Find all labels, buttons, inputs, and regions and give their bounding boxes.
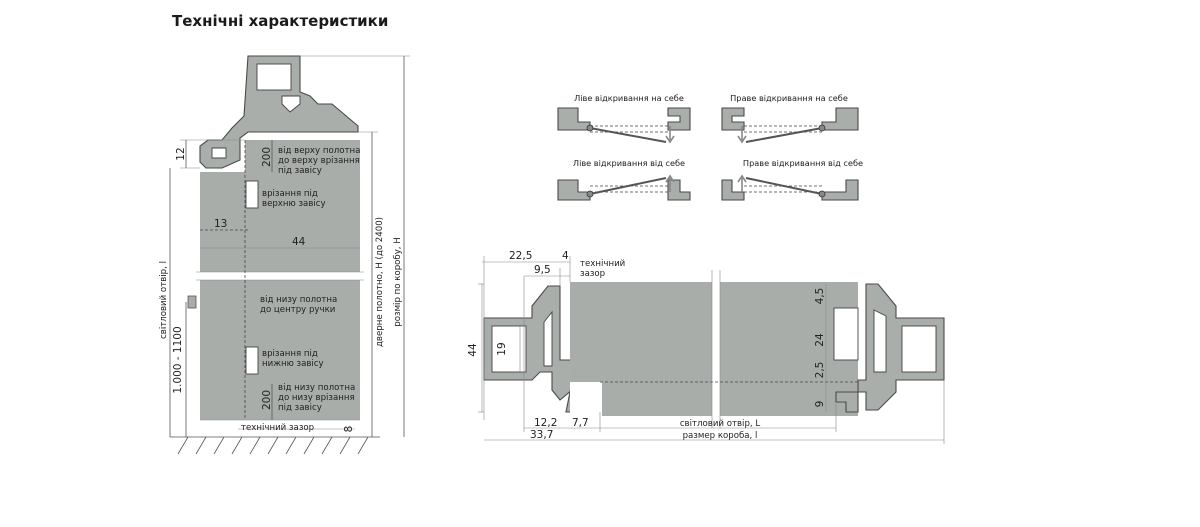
section-hinge-cutout: [833, 307, 859, 361]
opening-label-4: Праве відкривання від себе: [743, 158, 863, 168]
opening-label-2: Праве відкривання на себе: [730, 93, 848, 103]
page-title: Технічні характеристики: [172, 12, 389, 30]
tech-gap-text-section-2: зазор: [580, 269, 605, 279]
upper-hinge-cutout: [245, 180, 259, 209]
dim-4-5: 4,5: [814, 288, 826, 305]
floor-hatch: [170, 436, 380, 455]
opening-right-outward: [721, 174, 859, 201]
door-leaf-height: дверне полотно, H (до 2400): [375, 217, 385, 347]
top-profile-slot: [256, 63, 292, 91]
opening-label-3: Ліве відкривання від себе: [573, 158, 685, 168]
dim-24: 24: [814, 333, 826, 347]
dim-19: 19: [496, 342, 508, 355]
box-size-height: розмір по коробу, H: [393, 237, 403, 326]
lower-hinge-text-2: нижню завісу: [262, 359, 324, 369]
dim-44-section: 44: [467, 343, 479, 357]
opening-right-inward: [721, 107, 859, 144]
light-opening-vertical: світловий отвір, l: [159, 261, 169, 339]
dim-44-left: 44: [292, 236, 306, 248]
dim-22-5: 22,5: [509, 250, 532, 262]
door-elevation: [169, 55, 410, 455]
opening-left-outward: [557, 174, 691, 201]
dim-7-7: 7,7: [572, 417, 589, 429]
dim-33-7: 33,7: [530, 429, 553, 441]
dim-9-5: 9,5: [534, 264, 551, 276]
upper-hinge-text-1: врізання під: [262, 189, 318, 199]
dim-9: 9: [814, 401, 826, 408]
handle-text-2: до центру ручки: [260, 305, 335, 315]
handle-marker: [187, 295, 197, 309]
door-leaf-lower: [200, 280, 360, 420]
dim-12-2: 12,2: [534, 417, 557, 429]
tech-gap-text-left: технічний зазор: [241, 423, 314, 433]
dim-4: 4: [562, 250, 569, 262]
lower-hinge-cutout: [245, 346, 259, 375]
dim-12: 12: [175, 147, 187, 160]
dim-200-top: 200: [261, 147, 273, 167]
opening-left-inward: [557, 107, 691, 144]
upper-hinge-text-2: верхню завісу: [262, 199, 326, 209]
opening-diagrams: [557, 107, 859, 201]
dim-13: 13: [214, 218, 227, 230]
tech-gap-text-section-1: технічний: [580, 259, 625, 269]
light-opening-horizontal: світловий отвір, L: [680, 419, 761, 429]
handle-height-range: 1.000 - 1100: [172, 326, 184, 393]
bottom-cut-text-1: від низу полотна: [278, 383, 355, 393]
top-profile-hook: [281, 95, 301, 113]
door-leaf-upper: [200, 172, 360, 272]
dim-2-5: 2,5: [814, 362, 826, 379]
bottom-cut-text-2: до низу врізання: [278, 393, 355, 403]
handle-text-1: від низу полотна: [260, 295, 337, 305]
top-cut-text-1: від верху полотна: [278, 146, 360, 156]
top-cut-text-2: до верху врізання: [278, 156, 360, 166]
box-size-horizontal: размер короба, l: [683, 431, 758, 441]
dim-8: 8: [343, 426, 355, 433]
lower-hinge-text-1: врізання під: [262, 349, 318, 359]
opening-label-1: Ліве відкривання на себе: [574, 93, 684, 103]
bottom-cut-text-3: під завісу: [278, 403, 322, 413]
horizontal-section: [478, 256, 945, 444]
top-cut-text-3: під завісу: [278, 166, 322, 176]
dim-200-bottom: 200: [261, 390, 273, 410]
